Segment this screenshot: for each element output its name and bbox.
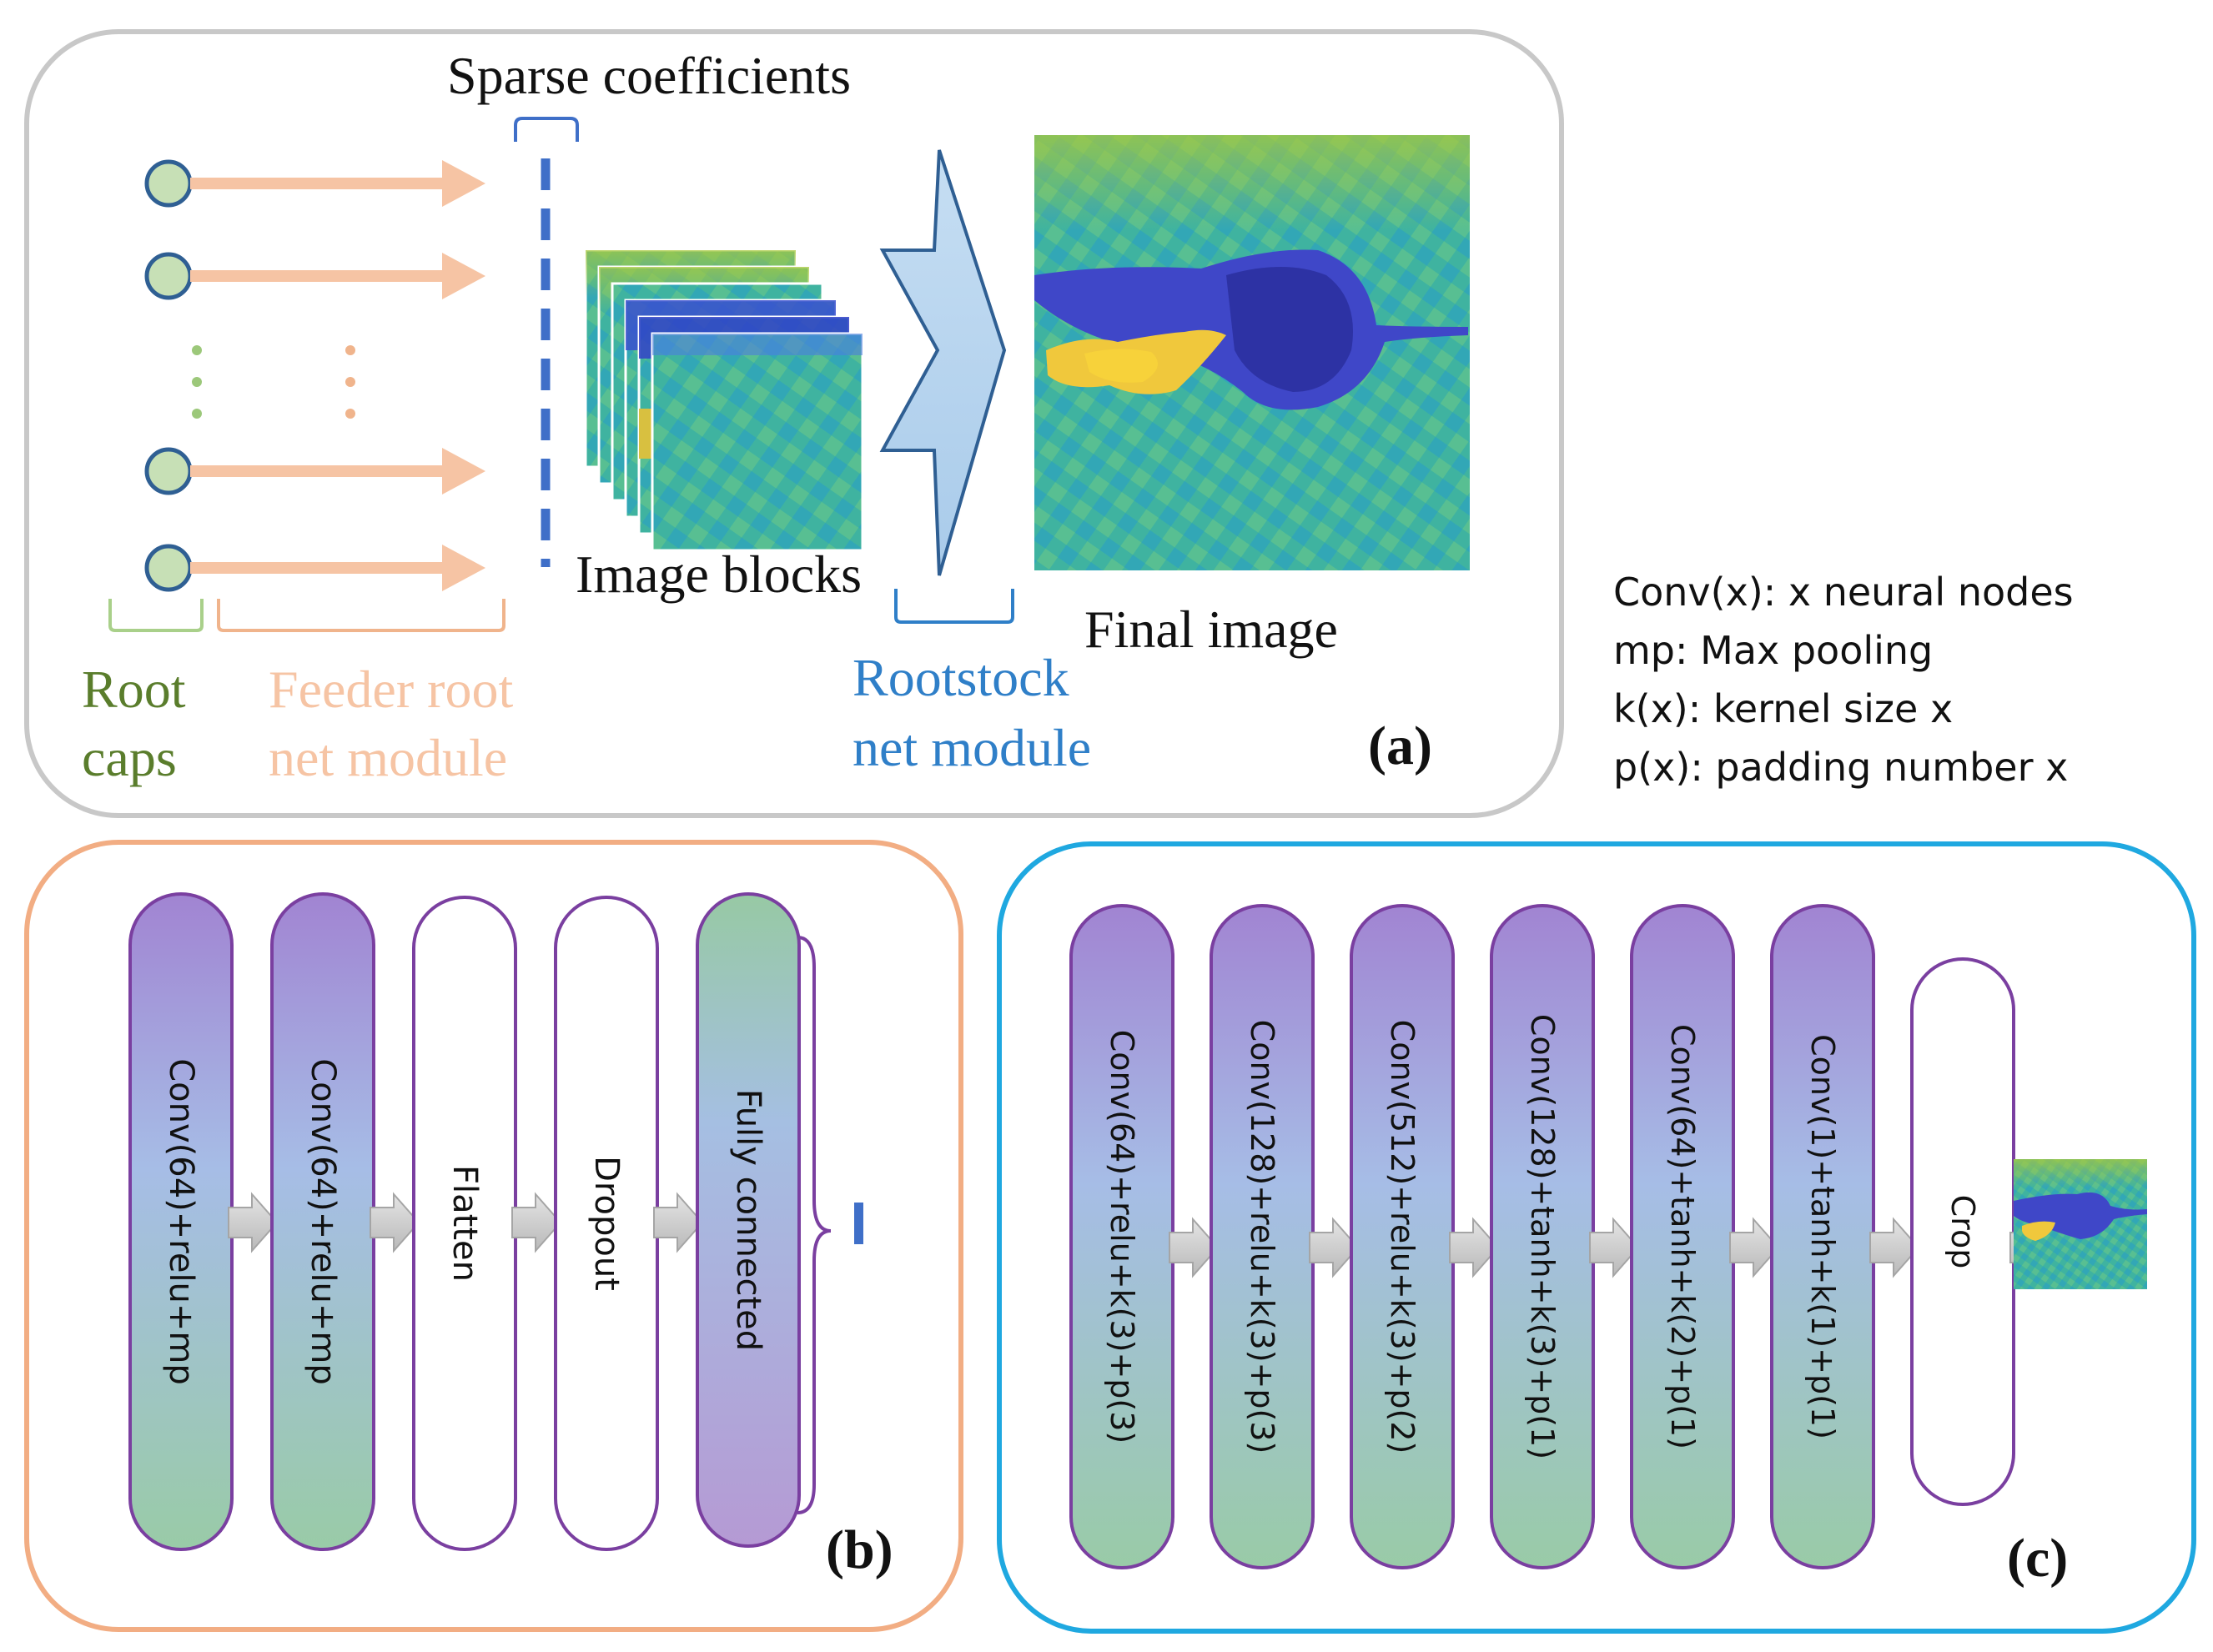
panel-b-layer-2: Conv(64)+relu+mp — [270, 892, 375, 1551]
panel-b-layer-5: Fully connected — [696, 892, 801, 1548]
feeder-arrow-icon — [190, 448, 485, 495]
panel-b-layer-label: Conv(64)+relu+mp — [162, 1058, 200, 1385]
panel-b-layer-4: Dropout — [554, 896, 659, 1551]
legend-kernel: k(x): kernel size x — [1613, 686, 1953, 731]
flow-arrow-icon — [1729, 1217, 1780, 1278]
flow-arrow-icon — [1589, 1217, 1640, 1278]
output-coefficient-marker — [854, 1203, 863, 1244]
panel-b-layer-label: Flatten — [445, 1165, 484, 1282]
panel-b-layer-label: Dropout — [587, 1156, 626, 1291]
panel-c-layer-label: Conv(512)+relu+k(3)+p(2) — [1384, 1020, 1421, 1454]
panel-a-label: (a) — [1368, 716, 1432, 776]
output-image-thumbnail — [2014, 1159, 2147, 1289]
flow-arrow-icon — [370, 1192, 420, 1253]
panel-c-layer-6: Conv(1)+tanh+k(1)+p(1) — [1770, 904, 1875, 1569]
root-cap-nodes — [144, 159, 193, 592]
panel-c-layer-label: Conv(64)+relu+k(3)+p(3) — [1104, 1030, 1140, 1444]
root-cap-node — [144, 159, 193, 208]
panel-b-layer-capsule — [696, 892, 801, 1548]
panel-c-layer-label: Conv(1)+tanh+k(1)+p(1) — [1804, 1034, 1841, 1439]
rootstock-label-line1: Rootstock — [853, 648, 1069, 707]
sparse-coefficients-label: Sparse coefficients — [447, 46, 851, 105]
flow-arrow-icon — [653, 1192, 704, 1253]
image-blocks-stack — [584, 249, 864, 552]
flow-arrow-icon — [1449, 1217, 1500, 1278]
final-image — [1034, 135, 1470, 570]
fully-connected-brace — [797, 936, 832, 1514]
legend-mp: mp: Max pooling — [1613, 628, 1933, 673]
panel-b-layer-1: Conv(64)+relu+mp — [128, 892, 234, 1551]
panel-c-label: (c) — [2007, 1528, 2068, 1589]
panel-c-layer-5: Conv(64)+tanh+k(2)+p(1) — [1630, 904, 1735, 1569]
flow-arrow-icon — [511, 1192, 562, 1253]
root-cap-node — [144, 252, 193, 300]
sparse-bracket — [514, 117, 579, 142]
panel-b-layers: Conv(64)+relu+mp Conv(64)+relu+mp Flatten D… — [128, 892, 801, 1551]
image-blocks-label: Image blocks — [576, 545, 862, 604]
rootstock-bracket — [894, 589, 1014, 624]
root-caps-bracket — [108, 599, 204, 632]
panel-c-layer-7: Crop — [1910, 957, 2015, 1506]
flow-arrow-icon — [1169, 1217, 1220, 1278]
flow-arrow-icon — [1309, 1217, 1360, 1278]
panel-c-layer-2: Conv(128)+relu+k(3)+p(3) — [1210, 904, 1315, 1569]
root-cap-node — [144, 447, 193, 495]
rootstock-chevron-shape — [879, 149, 1007, 576]
feeder-arrow-icon — [190, 545, 485, 591]
panel-b-frame — [24, 840, 963, 1632]
panel-b-layer-label: Fully connected — [729, 1089, 767, 1351]
final-image-label: Final image — [1084, 600, 1338, 659]
rootstock-label-line2: net module — [853, 718, 1091, 777]
feeder-label-line2: net module — [269, 728, 507, 787]
flow-arrow-icon — [1869, 1217, 1920, 1278]
feeder-bracket — [217, 599, 505, 632]
legend-padding: p(x): padding number x — [1613, 745, 2068, 790]
feeder-arrow-icon — [190, 253, 485, 299]
panel-c-layer-3: Conv(512)+relu+k(3)+p(2) — [1350, 904, 1455, 1569]
panel-c-layer-label: Conv(64)+tanh+k(2)+p(1) — [1664, 1024, 1701, 1449]
panel-c-layer-label: Conv(128)+relu+k(3)+p(3) — [1244, 1020, 1280, 1454]
legend-conv: Conv(x): x neural nodes — [1613, 570, 2074, 615]
panel-c-layer-label: Crop — [1944, 1195, 1981, 1269]
feeder-label-line1: Feeder root — [269, 660, 513, 719]
panel-c-layer-label: Conv(128)+tanh+k(3)+p(1) — [1524, 1014, 1561, 1459]
panel-c-layers: Conv(64)+relu+k(3)+p(3) Conv(128)+relu+k(… — [1069, 904, 2060, 1569]
panel-b-label: (b) — [826, 1519, 893, 1580]
panel-b-layer-3: Flatten — [412, 896, 517, 1551]
legend: Conv(x): x neural nodes mp: Max pooling … — [1613, 570, 2074, 790]
root-cap-node — [144, 544, 193, 592]
feeder-arrow-icon — [190, 160, 485, 207]
ellipsis-dots-orange — [345, 345, 355, 419]
flow-arrow-icon — [228, 1192, 279, 1253]
root-caps-label-line2: caps — [82, 728, 177, 787]
panel-c-layer-1: Conv(64)+relu+k(3)+p(3) — [1069, 904, 1174, 1569]
feeder-arrows — [190, 160, 485, 591]
panel-c-layer-4: Conv(128)+tanh+k(3)+p(1) — [1490, 904, 1595, 1569]
root-caps-label-line1: Root — [82, 660, 186, 719]
panel-b-layer-label: Conv(64)+relu+mp — [304, 1058, 342, 1385]
ellipsis-dots-green — [192, 345, 202, 419]
panel-c-frame — [997, 841, 2196, 1634]
panel-a-frame — [24, 29, 1564, 818]
